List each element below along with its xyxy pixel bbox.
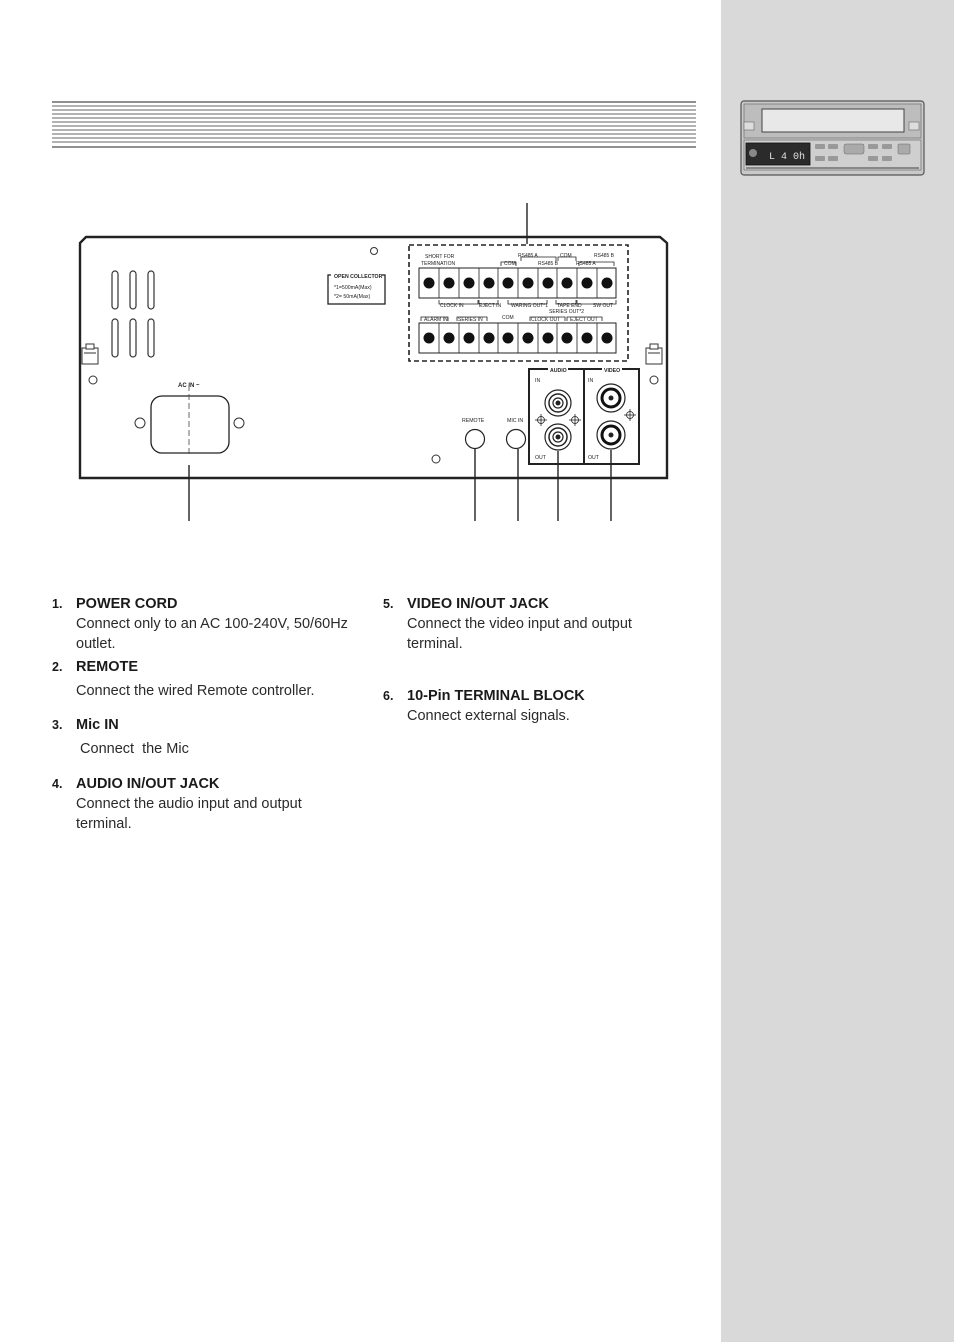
item-number: 1. <box>52 597 63 611</box>
open-collector-note: OPEN COLLECTOR *1=500mA(Max) *2= 50mA(Ma… <box>327 272 386 305</box>
audio-in-label: IN <box>535 378 540 384</box>
item-number: 6. <box>383 689 394 703</box>
callout-lines <box>188 203 612 521</box>
terminal-label-clock-out: CLOCK OUT <box>531 317 560 323</box>
item-number: 4. <box>52 777 63 791</box>
terminal-block: SHORT FOR TERMINATION COM RS485 A RS485 … <box>408 244 629 362</box>
terminal-label-rs485a-2: RS485 A <box>576 261 596 267</box>
terminal-label-termination: TERMINATION <box>421 261 455 267</box>
item-body: Connect the audio input and output termi… <box>76 796 302 832</box>
item-body: Connect only to an AC 100-240V, 50/60Hz … <box>76 616 348 652</box>
open-collector-line1: *1=500mA(Max) <box>334 285 372 291</box>
remote-jack: REMOTE <box>462 418 486 450</box>
item-number: 3. <box>52 718 63 732</box>
item-title: AUDIO IN/OUT JACK <box>76 776 220 792</box>
terminal-label-rs485b-1: RS485 B <box>538 261 559 267</box>
item-title: POWER CORD <box>76 596 178 612</box>
video-title: VIDEO <box>604 368 620 374</box>
audio-title: AUDIO <box>550 368 567 374</box>
open-collector-title: OPEN COLLECTOR <box>334 274 383 280</box>
item-audio-jack: 4. AUDIO IN/OUT JACK Connect the audio i… <box>52 774 346 834</box>
item-body: Connect the wired Remote controller. <box>76 683 315 699</box>
terminal-label-clock-in: CLOCK IN <box>440 303 464 309</box>
item-title: 10-Pin TERMINAL BLOCK <box>407 688 585 704</box>
audio-out-label: OUT <box>535 455 547 461</box>
item-remote: 2. REMOTE Connect the wired Remote contr… <box>52 657 376 701</box>
audio-video-jacks: AUDIO VIDEO IN IN OUT OUT <box>528 366 640 465</box>
terminal-label-eject-out: EJECT OUT <box>570 317 598 323</box>
item-body: Connect external signals. <box>407 708 570 724</box>
terminal-label-rs485b-2: RS485 B <box>594 253 615 259</box>
item-mic-in: 3. Mic IN Connect the Mic <box>52 715 376 759</box>
item-video-jack: 5. VIDEO IN/OUT JACK Connect the video i… <box>383 594 677 654</box>
terminal-label-alarm-in: ALARM IN <box>424 317 448 323</box>
item-number: 2. <box>52 660 63 674</box>
vent-slots <box>111 270 155 358</box>
terminal-label-series-out: SERIES OUT*2 <box>549 309 584 315</box>
remote-label: REMOTE <box>462 418 485 424</box>
item-number: 5. <box>383 597 394 611</box>
terminal-label-tape-end: TAPE END <box>557 303 582 309</box>
terminal-label-series-in: SERIES IN <box>458 317 483 323</box>
terminal-label-com-3: COM <box>502 315 514 321</box>
mic-in-label: MIC IN <box>507 418 523 424</box>
item-power-cord: 1. POWER CORD Connect only to an AC 100-… <box>52 594 376 654</box>
mic-in-jack: MIC IN <box>505 418 527 450</box>
right-sidebar-panel <box>721 0 954 1342</box>
item-title: VIDEO IN/OUT JACK <box>407 596 549 612</box>
terminal-label-com-1: COM <box>504 261 516 267</box>
ac-inlet: AC IN ~ <box>134 383 245 457</box>
header-rule <box>52 101 696 148</box>
item-title: Mic IN <box>76 717 119 733</box>
open-collector-line2: *2= 50mA(Max) <box>334 294 370 300</box>
video-out-label: OUT <box>588 455 600 461</box>
item-body: Connect the Mic <box>76 741 189 757</box>
vcr-front-panel-image: L 4 0h <box>740 100 925 176</box>
terminal-label-short-for: SHORT FOR <box>425 254 455 260</box>
item-body: Connect the video input and output termi… <box>407 616 632 652</box>
item-title: REMOTE <box>76 659 139 675</box>
vcr-display-text: L 4 0h <box>769 151 805 163</box>
terminal-label-rs485a-1: RS485 A <box>518 253 538 259</box>
item-terminal-block: 6. 10-Pin TERMINAL BLOCK Connect externa… <box>383 686 677 726</box>
rear-panel-diagram: AC IN ~ OPEN COLLECTOR *1=500mA(Max) *2=… <box>78 203 669 521</box>
terminal-label-sw-out: SW OUT <box>593 303 613 309</box>
terminal-label-com-2: COM <box>560 253 572 259</box>
video-in-label: IN <box>588 378 593 384</box>
terminal-label-waring-out: WARING OUT*1 <box>511 303 548 309</box>
terminal-label-eject-in: EJECT IN <box>479 303 502 309</box>
